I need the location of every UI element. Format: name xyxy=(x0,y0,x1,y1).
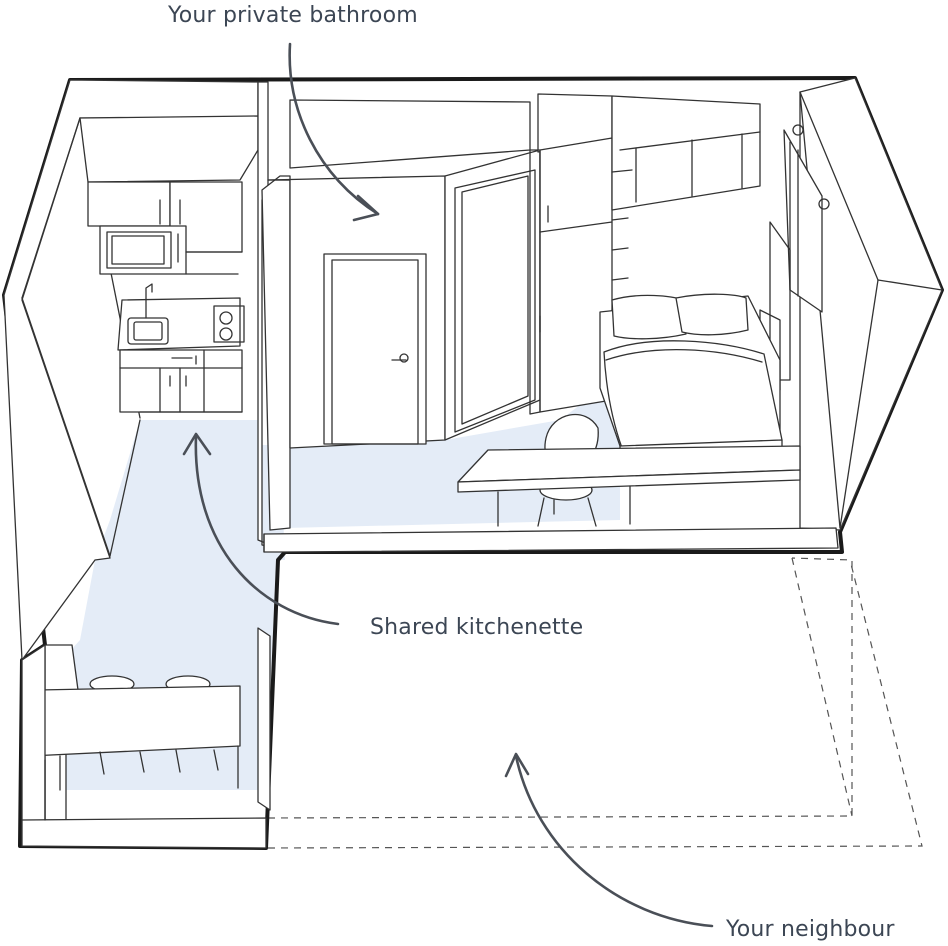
desk xyxy=(457,445,801,527)
dining-counter xyxy=(21,627,271,849)
kitchenette-arrow xyxy=(194,434,340,626)
neighbour-arrow xyxy=(514,754,714,928)
shelving-unit xyxy=(611,95,761,311)
front-ledge xyxy=(263,527,839,553)
room-floor xyxy=(285,390,620,528)
bathroom-arrow xyxy=(288,42,380,216)
kitchen-counter xyxy=(117,283,245,413)
window xyxy=(783,129,823,313)
bathroom-door xyxy=(323,253,427,445)
duvet xyxy=(603,340,783,449)
right-wall xyxy=(759,77,943,531)
bathroom-block xyxy=(267,99,541,449)
curtain-rod-end xyxy=(792,124,804,136)
kitchen-upper-cabinets xyxy=(79,115,259,275)
hob xyxy=(213,305,245,343)
pillow-right xyxy=(675,293,749,336)
neighbour-dashed-outline xyxy=(267,557,923,849)
bathroom-label: Your private bathroom xyxy=(167,3,418,28)
tap xyxy=(145,283,153,319)
wardrobe xyxy=(529,93,613,415)
microwave xyxy=(99,225,187,275)
sink xyxy=(127,317,169,345)
neighbour-label: Your neighbour xyxy=(725,917,895,942)
annotation-arrows xyxy=(182,42,714,928)
pillow-left xyxy=(611,294,687,340)
kitchenette-label: Shared kitchenette xyxy=(370,615,583,640)
